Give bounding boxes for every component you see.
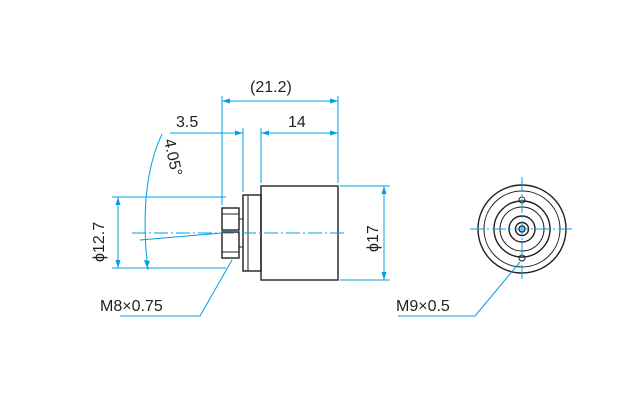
dimension-lines [112,96,575,317]
arrow-overall-right [330,98,338,104]
body-length-label: 14 [288,114,306,131]
angle-ray-upper [139,232,223,241]
leader-m9 [398,261,521,317]
overall-length-label: (21.2) [250,79,292,96]
arrowheads [115,98,387,280]
arrow-17-bot [381,272,387,280]
arrow-127-top [115,197,121,205]
rear-thread-label: M9×0.5 [396,298,450,315]
arrow-body-right [330,130,338,136]
arrow-17-top [381,186,387,194]
front-thread-label: M8×0.75 [100,298,163,315]
angle-label: 4.05° [160,137,184,177]
leader-m8 [120,259,233,317]
nut-lower [221,231,240,259]
lens-length-label: 3.5 [176,114,198,131]
arrow-overall-left [222,98,230,104]
nut-upper [221,207,240,231]
arrow-angle [144,260,150,268]
front-diameter-label: ϕ12.7 [91,222,108,262]
body-diameter-label: ϕ17 [365,225,382,252]
arrow-lens [235,130,243,136]
arrow-127-bot [115,260,121,268]
arrow-body-left [261,130,269,136]
angle-arc [144,133,163,271]
